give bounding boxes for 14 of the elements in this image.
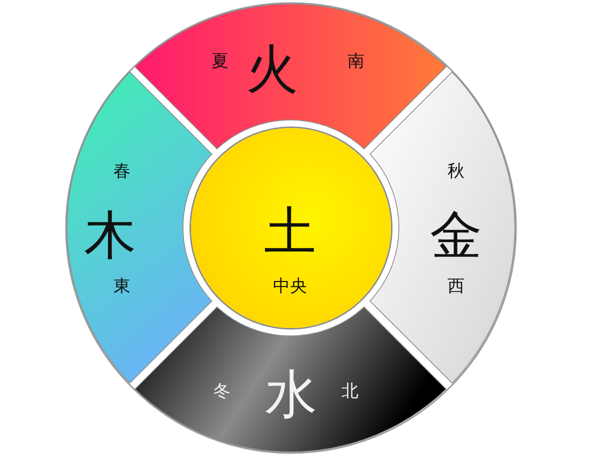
element-character: 水 [264,368,317,421]
season-label: 冬 [213,383,230,400]
element-character: 金 [430,210,482,262]
direction-label: 中央 [273,278,307,296]
season-label: 夏 [211,53,228,70]
element-character: 木 [84,210,136,262]
element-character: 土 [264,206,316,258]
season-label: 秋 [447,163,464,180]
direction-label: 北 [341,383,358,400]
direction-label: 南 [347,53,364,70]
direction-label: 東 [113,278,130,296]
element-character: 火 [246,44,298,96]
season-label: 春 [113,163,130,180]
direction-label: 西 [447,278,464,296]
